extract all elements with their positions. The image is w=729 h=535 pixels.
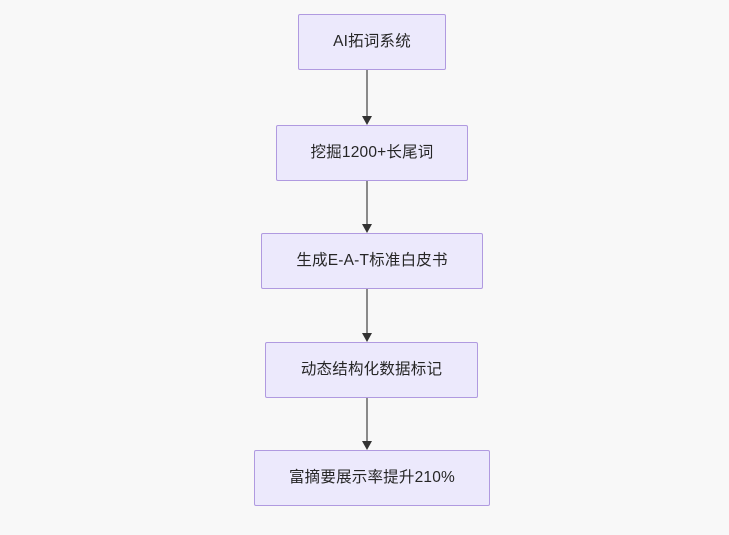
node-label: 富摘要展示率提升210% xyxy=(288,469,456,487)
flowchart-node-generate-eat-whitepaper[interactable]: 生成E-A-T标准白皮书 xyxy=(261,233,483,289)
edge-n2-n3 xyxy=(361,181,373,233)
edge-line xyxy=(366,398,368,443)
arrowhead-icon xyxy=(361,116,372,125)
flowchart-node-mine-longtail-keywords[interactable]: 挖掘1200+长尾词 xyxy=(276,125,468,181)
arrowhead-icon xyxy=(361,441,372,450)
node-label: 动态结构化数据标记 xyxy=(300,361,443,379)
edge-n1-n2 xyxy=(361,70,373,125)
flowchart-node-rich-snippet-impression-lift[interactable]: 富摘要展示率提升210% xyxy=(254,450,490,506)
edge-line xyxy=(366,70,368,118)
flowchart-node-ai-keyword-system[interactable]: AI拓词系统 xyxy=(298,14,446,70)
arrowhead-icon xyxy=(361,224,372,233)
node-label: AI拓词系统 xyxy=(333,33,411,51)
node-label: 生成E-A-T标准白皮书 xyxy=(296,252,448,270)
edge-n4-n5 xyxy=(361,398,373,450)
edge-line xyxy=(366,181,368,226)
edge-line xyxy=(366,289,368,335)
node-label: 挖掘1200+长尾词 xyxy=(310,144,434,162)
flowchart-node-dynamic-structured-data-markup[interactable]: 动态结构化数据标记 xyxy=(265,342,478,398)
edge-n3-n4 xyxy=(361,289,373,342)
arrowhead-icon xyxy=(361,333,372,342)
